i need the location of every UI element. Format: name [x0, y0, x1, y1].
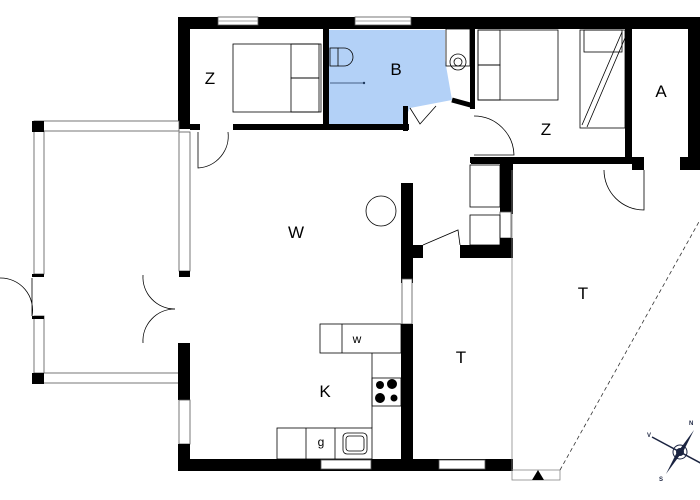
compass-north-label: N: [689, 421, 694, 427]
room-label-bedroom-2: Z: [540, 120, 552, 139]
room-label-bathroom: B: [390, 60, 402, 79]
room-label-bedroom-1: Z: [204, 69, 216, 88]
dishwasher-label: g: [317, 435, 325, 449]
room-label-terrace-large: T: [577, 284, 589, 303]
compass-south-label: S: [659, 477, 664, 483]
washer-label: w: [352, 332, 362, 346]
room-label-kitchen: K: [319, 382, 331, 401]
compass-west-label: V: [647, 433, 652, 439]
compass-icon: [651, 430, 700, 474]
bathroom-fill: [328, 30, 452, 125]
room-label-terrace-small: T: [455, 348, 467, 367]
room-label-living-room: W: [287, 223, 305, 242]
room-label-storage: A: [655, 82, 667, 101]
